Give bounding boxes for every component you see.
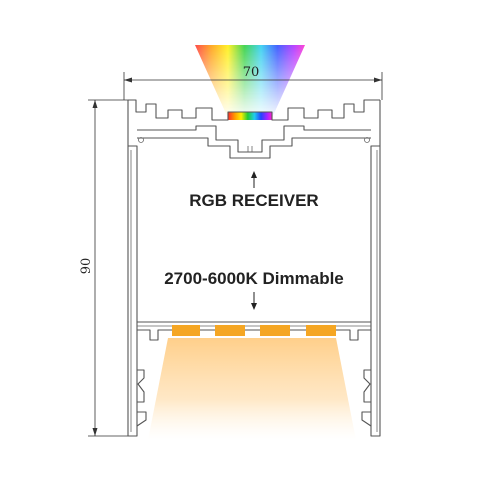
warm-light-beam	[148, 338, 356, 440]
led-chip	[260, 325, 290, 336]
width-label: 70	[243, 65, 260, 80]
dimmable-label: 2700-6000K Dimmable	[164, 269, 344, 288]
led-chip	[306, 325, 336, 336]
led-chip	[172, 325, 200, 336]
rgb-light-beam	[195, 45, 305, 120]
led-chip	[215, 325, 245, 336]
width-dimension: 70	[123, 65, 383, 100]
height-dimension: 90	[79, 99, 128, 437]
rgb-receiver-label: RGB RECEIVER	[189, 191, 318, 210]
led-strip	[172, 325, 336, 336]
height-label: 90	[79, 258, 94, 275]
dimmable-callout: 2700-6000K Dimmable	[164, 269, 344, 310]
rgb-receiver-callout: RGB RECEIVER	[189, 171, 319, 210]
